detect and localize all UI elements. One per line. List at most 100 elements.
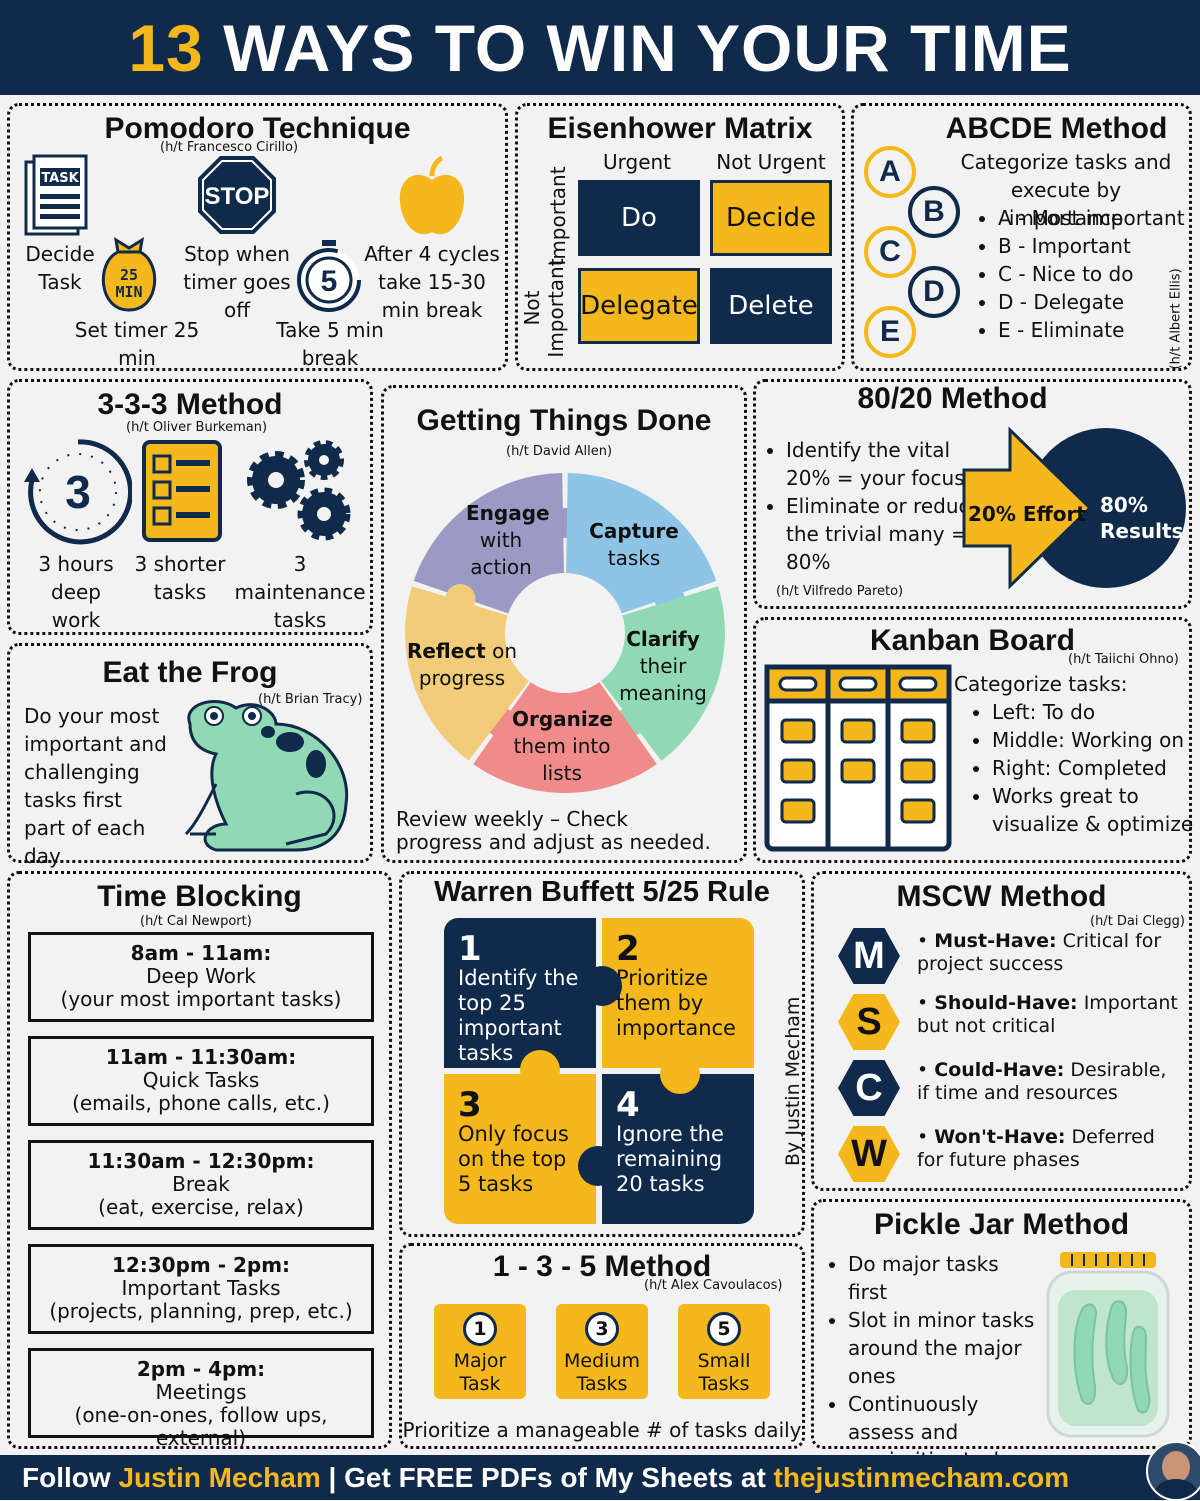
mscw-item-should: • Should-Have: Important but not critica… <box>917 992 1178 1037</box>
cell-decide: Decide <box>710 180 832 256</box>
step-set-timer: Set timer 25 min <box>74 318 200 370</box>
row-label-important: Important <box>546 166 570 266</box>
onethreefive-title: 1 - 3 - 5 Method <box>492 1250 712 1283</box>
step-decide-task: Decide Task <box>25 242 95 294</box>
card-label: Small Tasks <box>697 1350 751 1395</box>
card-number: 5 <box>707 1312 741 1346</box>
gtd-ring-segment-engage <box>413 473 564 614</box>
onethreefive-credit: (h/t Alex Cavoulacos) <box>644 1278 783 1293</box>
gtd-segment-bold: Capture <box>589 519 679 543</box>
gtd-segment-organize: Organize them into lists <box>512 706 613 787</box>
three33-credit: (h/t Oliver Burkeman) <box>126 420 268 435</box>
puzzle-knob <box>520 1050 560 1090</box>
kanban-item: Left: To do <box>992 698 1200 726</box>
footer-site-link[interactable]: thejustinmecham.com <box>773 1461 1070 1493</box>
mscw-item-rest: Critical for project success <box>917 930 1162 975</box>
footer-follow: Follow <box>22 1461 111 1493</box>
time-block-detail: (emails, phone calls, etc.) <box>72 1091 330 1115</box>
gtd-segment-reflect: Reflect on progress <box>402 638 522 692</box>
results-line2: Results <box>1100 519 1184 543</box>
eighty20-item: Identify the vital 20% = your focus <box>786 436 982 492</box>
mscw-item-rest: Desirable, if time and resources <box>917 1059 1167 1104</box>
pomodoro-title: Pomodoro Technique <box>104 112 411 145</box>
effort-label: 20% Effort <box>968 502 1086 526</box>
mscw-item-bold: Won't-Have: <box>934 1126 1066 1148</box>
puzzle-text: Only focus on the top 5 tasks <box>458 1122 569 1196</box>
gtd-segment-rest: them into lists <box>513 734 611 785</box>
timeblocking-credit: (h/t Cal Newport) <box>140 914 252 929</box>
hex-w: W <box>838 1126 900 1182</box>
letter-b: B <box>908 186 960 238</box>
time-block-break: 11:30am - 12:30pm:Break(eat, exercise, r… <box>28 1140 374 1230</box>
abcde-item: C - Nice to do <box>998 260 1185 288</box>
mscw-credit: (h/t Dai Clegg) <box>1090 914 1185 929</box>
results-line1: 80% <box>1100 493 1148 517</box>
frog-credit: (h/t Brian Tracy) <box>258 692 363 707</box>
card-label: Medium Tasks <box>564 1350 640 1395</box>
card-label: Major Task <box>453 1350 507 1395</box>
results-label: 80%Results <box>1100 492 1183 544</box>
footer-name[interactable]: Justin Mecham <box>118 1461 321 1493</box>
gtd-segment-clarify: Clarify their meaning <box>618 626 708 707</box>
stop-label: STOP <box>205 183 270 210</box>
mscw-item-must: • Must-Have: Critical for project succes… <box>917 930 1162 975</box>
time-block-time: 11am - 11:30am: <box>105 1045 297 1069</box>
gtd-ring-segment-capture <box>566 473 717 614</box>
puzzle-text: Prioritize them by importance <box>616 966 736 1040</box>
time-block-detail: (eat, exercise, relax) <box>98 1195 304 1219</box>
step-stop-timer: Stop when timer goes off <box>183 242 291 322</box>
abcde-item: B - Important <box>998 232 1185 260</box>
gtd-segment-rest: their meaning <box>619 654 707 705</box>
mscw-item-rest: Deferred for future phases <box>917 1126 1155 1171</box>
time-block-label: Break <box>172 1172 230 1196</box>
gtd-segment-bold: Clarify <box>626 627 700 651</box>
onethreefive-footer: Prioritize a manageable # of tasks daily <box>402 1418 802 1442</box>
puzzle-knob <box>660 1054 700 1094</box>
stop-sign-icon: STOP <box>198 156 276 234</box>
kanban-item: Middle: Working on <box>992 726 1200 754</box>
picklejar-title: Pickle Jar Method <box>873 1208 1130 1241</box>
clock-label: 3 <box>65 466 91 518</box>
picklejar-item: Slot in minor tasks around the major one… <box>848 1306 1044 1390</box>
pomodoro-credit: (h/t Francesco Cirillo) <box>160 140 299 155</box>
frog-icon <box>184 700 349 852</box>
picklejar-list: Do major tasks first Slot in minor tasks… <box>826 1250 1044 1474</box>
timer-label-25: 25 <box>120 266 138 284</box>
task-icon-label: TASK <box>41 171 79 186</box>
gtd-segment-rest: on progress <box>418 639 518 690</box>
abcde-item: E - Eliminate <box>998 316 1185 344</box>
eighty20-credit: (h/t Vilfredo Pareto) <box>776 584 904 599</box>
gtd-wheel <box>405 473 725 793</box>
timeblocking-section: Time Blocking (h/t Cal Newport) 8am - 11… <box>7 871 392 1450</box>
time-block-quick-tasks: 11am - 11:30am:Quick Tasks(emails, phone… <box>28 1036 374 1126</box>
eighty20-item: Eliminate or reduce the trivial many = 8… <box>786 492 982 576</box>
gtd-segment-bold: Organize <box>512 707 613 731</box>
gtd-ring-knob <box>445 584 476 615</box>
page-header: 13 WAYS TO WIN YOUR TIME <box>0 0 1200 95</box>
kanban-list: Left: To do Middle: Working on Right: Co… <box>970 698 1200 838</box>
step-take-break: Take 5 min break <box>276 318 384 370</box>
timer-icon: 25 MIN <box>101 236 157 312</box>
timeblocking-title: Time Blocking <box>97 880 302 913</box>
gtd-title: Getting Things Done <box>416 404 712 437</box>
time-block-time: 8am - 11am: <box>130 941 272 965</box>
kanban-item: Right: Completed <box>992 754 1200 782</box>
time-block-detail: (one-on-ones, follow ups, external) <box>74 1403 328 1450</box>
stopwatch-icon: 5 <box>297 240 361 312</box>
time-block-detail: (your most important tasks) <box>60 987 342 1011</box>
frog-text: Do your most important and challenging t… <box>24 704 167 868</box>
eisenhower-section: Eisenhower Matrix Urgent Not Urgent Impo… <box>515 103 845 371</box>
card-number: 1 <box>463 1312 497 1346</box>
time-block-label: Meetings <box>155 1380 247 1404</box>
time-block-label: Quick Tasks <box>142 1068 260 1092</box>
time-block-detail: (projects, planning, prep, etc.) <box>49 1299 353 1323</box>
letter-c: C <box>864 226 916 278</box>
byline: By Justin Mecham <box>782 996 804 1166</box>
gtd-ring-segment-organize <box>473 682 657 793</box>
mscw-item-wont: • Won't-Have: Deferred for future phases <box>917 1126 1155 1171</box>
abcde-credit: (h/t Albert Ellis) <box>1168 268 1184 370</box>
